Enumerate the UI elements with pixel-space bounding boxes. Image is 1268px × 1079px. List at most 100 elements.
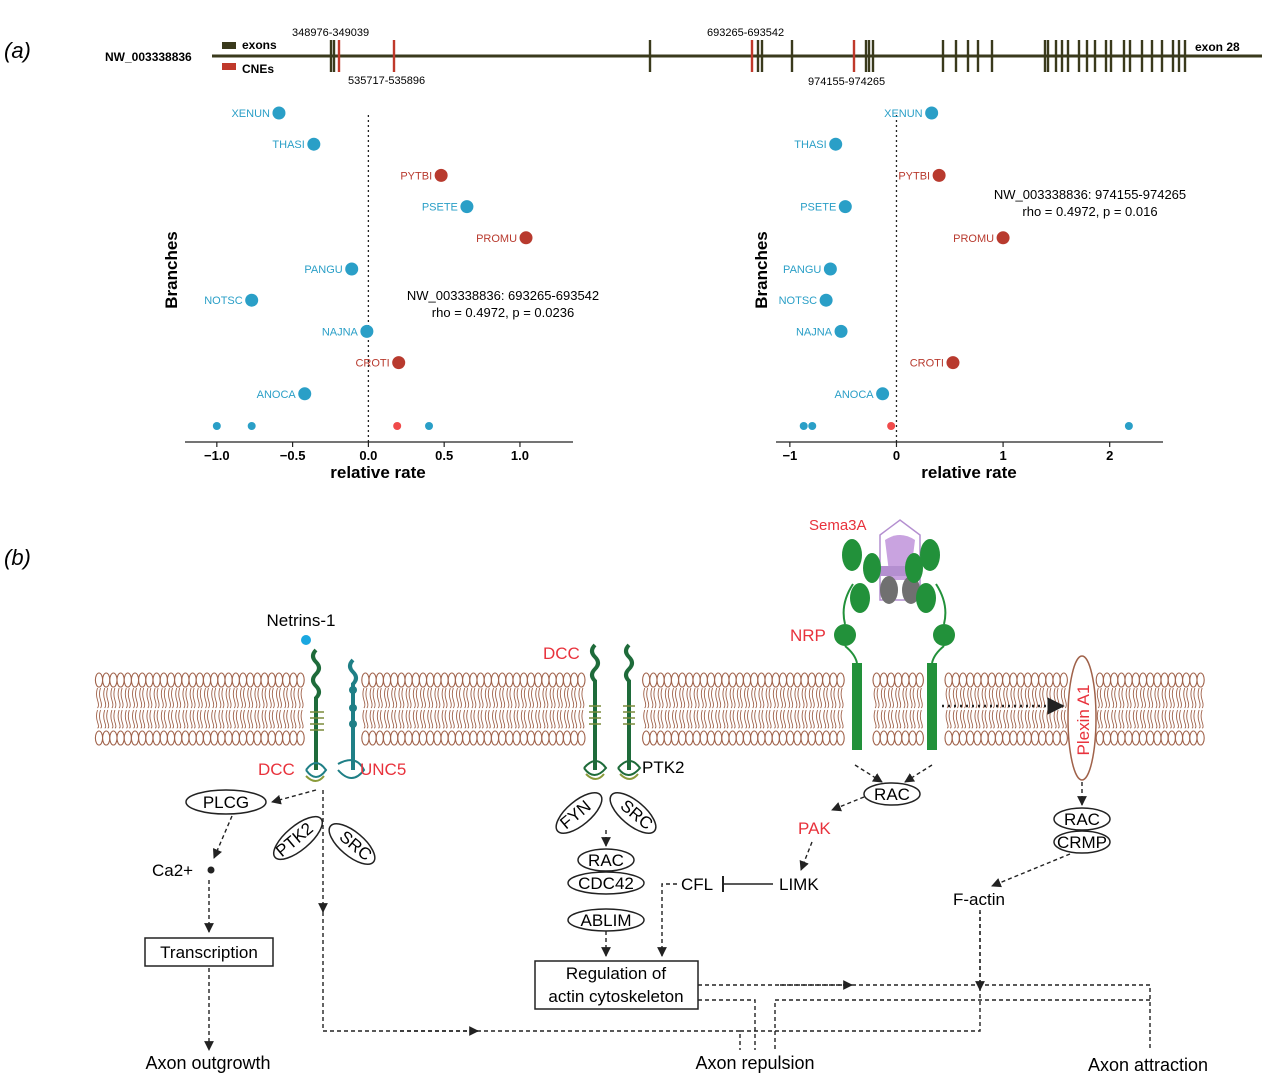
data-point-xenun [925,106,939,120]
point-label-pangu: PANGU [783,264,821,276]
point-label-croti: CROTI [910,358,944,370]
data-point-psete [838,200,852,214]
data-point-najna [360,324,374,338]
plot2-rug [799,422,1133,430]
node-pak: PAK [798,819,831,838]
region-label-4: 974155-974265 [808,76,885,88]
point-label-najna: NAJNA [796,326,833,338]
outcome-axon-attraction: Axon attraction [1088,1055,1208,1075]
legend-cnes-label: CNEs [242,62,274,76]
unc5-label: UNC5 [360,760,406,779]
data-point-promu [996,231,1010,245]
plot2-annotation-2: rho = 0.4972, p = 0.016 [1022,204,1157,219]
data-point-croti [946,356,960,370]
dcc-receptor-left [311,648,321,770]
data-point-anoca [298,387,312,401]
data-point-anoca [876,387,890,401]
point-label-najna: NAJNA [322,326,359,338]
legend-cnes-swatch [222,63,236,70]
plot1-ticks: −1.0 −0.5 0.0 0.5 1.0 [204,442,529,463]
plot2-ylabel: Branches [752,231,771,308]
cell-membrane [94,672,1207,746]
nrp-label: NRP [790,626,826,645]
x-tick-label: −1.0 [204,448,230,463]
point-label-notsc: NOTSC [779,295,818,307]
data-point-pangu [345,262,359,276]
x-tick-label: 0.0 [359,448,377,463]
x-tick-label: 2 [1106,448,1113,463]
node-f-actin: F-actin [953,890,1005,909]
point-label-notsc: NOTSC [204,295,243,307]
dcc-top-label: DCC [543,644,580,663]
node-rac-plexin: RAC [1064,810,1100,829]
region-label-2: 535717-535896 [348,75,425,87]
node-ablim: ABLIM [580,911,631,930]
rug-point [247,422,256,430]
rug-point [212,422,221,430]
point-label-promu: PROMU [476,233,517,245]
scaffold-name: NW_003338836 [105,50,192,64]
dcc-receptor-middle-a [590,643,600,770]
data-point-notsc [245,293,259,307]
plot2-annotation-1: NW_003338836: 974155-974265 [994,187,1186,202]
node-rac-nrp: RAC [874,785,910,804]
node-cfl: CFL [681,875,713,894]
data-point-xenun [272,106,286,120]
plot2-points: XENUNTHASIPYTBIPSETEPROMUPANGUNOTSCNAJNA… [779,106,1010,401]
plot2-xlabel: relative rate [921,463,1016,482]
data-point-najna [834,324,848,338]
rug-point [1124,422,1133,430]
x-tick-label: 1.0 [511,448,529,463]
data-point-notsc [819,293,833,307]
x-tick-label: 0 [893,448,900,463]
plexin-a1-receptor [1067,655,1097,781]
exon-28-label: exon 28 [1195,40,1240,54]
region-label-3: 693265-693542 [707,27,784,39]
ptk2-receptor-label: PTK2 [642,758,685,777]
exon-ticks [329,40,1187,72]
x-tick-label: 0.5 [435,448,453,463]
dcc-left-label: DCC [258,760,295,779]
panel-b: (b) Netrins-1 DCC UNC5 DCC PTK2 Sema3 [4,517,1208,1075]
netrin-ligand [301,635,311,645]
sema3a-label: Sema3A [809,517,867,534]
node-ca2: Ca2+ [152,861,193,880]
point-label-xenun: XENUN [884,108,923,120]
pathway-arrows [204,764,1151,1051]
panel-a-label: (a) [4,38,31,63]
point-label-thasi: THASI [794,139,826,151]
rug-point [808,422,817,430]
netrin-label: Netrins-1 [267,611,336,630]
data-point-promu [519,231,533,245]
signaling-nodes: PLCG PTK2 SRC Ca2+ Transcription FYN SRC… [144,782,1111,1010]
lipid-bilayer [94,672,1205,746]
point-label-anoca: ANOCA [257,389,297,401]
data-point-pytbi [932,168,946,182]
x-tick-label: −0.5 [280,448,306,463]
point-label-pangu: PANGU [304,264,342,276]
unc5-receptor [348,658,358,770]
node-rac-middle: RAC [588,851,624,870]
node-regulation-line1: Regulation of [566,964,666,983]
panel-a: (a) NW_003338836 exons CNEs 348976-34903… [4,27,1262,482]
x-tick-label: −1 [782,448,797,463]
legend-exons-swatch [222,42,236,49]
panel-b-label: (b) [4,545,31,570]
plot1-points: XENUNTHASIPYTBIPSETEPROMUPANGUNOTSCNAJNA… [204,106,533,401]
node-limk: LIMK [779,875,819,894]
point-label-croti: CROTI [355,358,389,370]
dcc-fibronectin-bars [310,711,324,731]
rug-point [393,422,402,430]
node-crmp: CRMP [1057,833,1107,852]
dcc-receptor-middle-b [624,643,634,770]
outcome-axon-outgrowth: Axon outgrowth [145,1053,270,1073]
node-plcg: PLCG [203,793,249,812]
point-label-xenun: XENUN [231,108,270,120]
data-point-thasi [307,137,321,151]
data-point-psete [460,200,474,214]
plot1-annotation-1: NW_003338836: 693265-693542 [407,288,599,303]
plexin-a1-label: Plexin A1 [1074,685,1093,756]
